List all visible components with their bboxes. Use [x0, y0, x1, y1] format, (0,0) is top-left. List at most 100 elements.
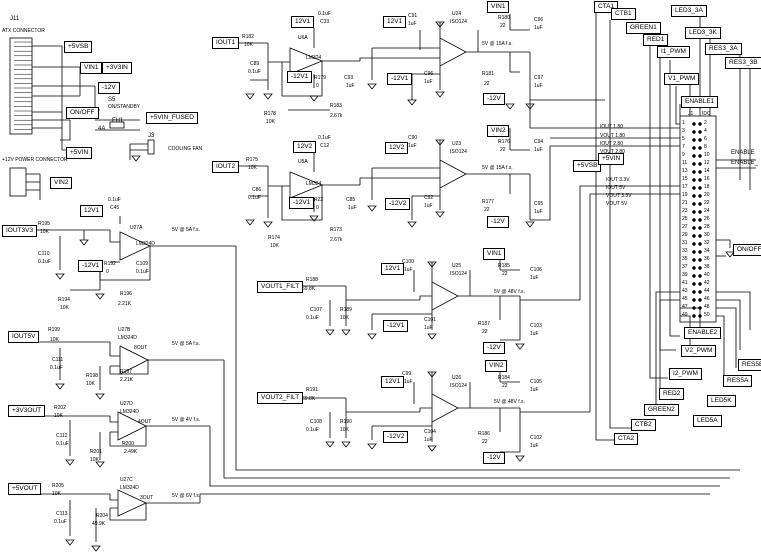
j1-pin-11: 11 — [682, 160, 688, 166]
c104-ref: C104 — [424, 429, 436, 435]
r204-ref: R204 — [96, 513, 108, 519]
label-v2-pwm: V2_PWM — [681, 345, 717, 357]
c85-value: 1uF — [348, 205, 357, 211]
c90-value: 1uF — [408, 143, 417, 149]
j1-pin-dot — [692, 146, 696, 150]
ground-symbol — [341, 329, 351, 336]
c100-value: 1uF — [404, 267, 413, 273]
u26-part: ISO124 — [450, 383, 467, 389]
c96-ref: C96 — [424, 71, 434, 77]
r190-value: 10K — [340, 427, 349, 433]
j1-pin-17: 17 — [682, 184, 688, 190]
ground-symbol — [367, 205, 377, 212]
c97-ref: C97 — [534, 75, 544, 81]
ground-symbol — [65, 459, 75, 466]
r174-ref: R174 — [268, 235, 280, 241]
j1-pin-dot — [698, 170, 702, 174]
label-led3-3a: LED3_3A — [671, 5, 707, 17]
j1-pin-44: 44 — [704, 288, 710, 294]
r22-ref: R22 — [314, 197, 324, 203]
j1-pin-5: 5 — [682, 136, 685, 142]
r179-ref: R179 — [314, 75, 326, 81]
j1-pin-10: 10 — [704, 152, 710, 158]
j1-pin-dot — [692, 234, 696, 238]
j1-pin-49: 49 — [682, 312, 688, 318]
label-onoff: ON/OFF — [66, 107, 99, 119]
net-iout2: IOUT 2.80 — [600, 141, 623, 147]
c101-ref: C101 — [424, 317, 436, 323]
j1-pin-14: 14 — [704, 168, 710, 174]
j1-pin-dot — [698, 178, 702, 182]
j1-pin-dot — [698, 146, 702, 150]
j1-pin-25: 25 — [682, 216, 688, 222]
c89-value: 0.1uF — [248, 69, 261, 75]
r182-value: 10K — [244, 42, 253, 48]
u25-note: 5V @ 48V f.s. — [494, 289, 525, 295]
net-vout2: VOUT 2.80 — [600, 149, 625, 155]
r189-value: 10K — [340, 315, 349, 321]
j1-pin-18: 18 — [704, 184, 710, 190]
c12-ref: C12 — [320, 143, 330, 149]
label-m12v-c: -12V — [483, 342, 505, 354]
j1-pin-36: 36 — [704, 256, 710, 262]
c102-ref: C102 — [530, 435, 542, 441]
c100-ref: C100 — [402, 259, 414, 265]
label-i2-pwm: I2_PWM — [669, 368, 702, 380]
j1-pin-35: 35 — [682, 256, 688, 262]
c86-value: 0.1uF — [248, 195, 261, 201]
u27a-part: LM324D — [136, 241, 155, 247]
label-enable: ENABLE — [731, 150, 755, 156]
ground-symbol — [245, 219, 255, 226]
c113-ref: C113 — [56, 511, 68, 517]
label-3v3in: +3V3IN — [102, 62, 132, 74]
r174-value: 10K — [270, 243, 279, 249]
j1-pin-9: 9 — [682, 152, 685, 158]
ground-symbol — [427, 445, 437, 452]
u24-note: 5V @ 15A f.s. — [482, 41, 513, 47]
label-12v1-a: 12V1 — [291, 16, 315, 28]
ground-symbol — [325, 329, 335, 336]
j1-pin-3: 3 — [682, 128, 685, 134]
r176-value: 22 — [500, 147, 506, 153]
j1-pin-41: 41 — [682, 280, 688, 286]
c106-value: 1uF — [530, 275, 539, 281]
ground-symbol — [515, 343, 525, 350]
net-iout1: IOUT 1.80 — [600, 124, 623, 130]
c94-value: 1uF — [534, 147, 543, 153]
label-cta2: CTA2 — [614, 433, 639, 445]
j1-pin-1: 1 — [682, 120, 685, 126]
j1-pin-dot — [698, 122, 702, 126]
j1-pin-47: 47 — [682, 304, 688, 310]
c98-ref: C96 — [534, 17, 544, 23]
j1-pin-7: 7 — [682, 144, 685, 150]
net-vout3v3: VOUT 3.3V — [606, 193, 632, 199]
j1-pin-27: 27 — [682, 224, 688, 230]
c86-ref: C86 — [252, 187, 262, 193]
u6a-part: LM324 — [306, 55, 322, 61]
label-12v1-b: 12V1 — [383, 16, 407, 28]
u27d-part: LM324D — [120, 409, 139, 415]
label-m12v2-b: -12V2 — [383, 431, 409, 443]
r195-ref: R195 — [38, 221, 50, 227]
j1-pin-dot — [698, 154, 702, 158]
j1-pin-34: 34 — [704, 248, 710, 254]
ground-symbol — [263, 221, 273, 228]
ground-symbol — [427, 371, 437, 378]
c111-ref: C111 — [52, 357, 64, 363]
j1-pin-dot — [698, 282, 702, 286]
label-i1-pwm: I1_PWM — [657, 46, 690, 58]
label-green1: GREEN1 — [626, 22, 661, 34]
label-red2: RED2 — [659, 388, 685, 400]
r199-value: 10K — [50, 337, 59, 343]
s5-desc: ON/STANDBY — [108, 104, 141, 110]
r197-value: 2.21K — [120, 377, 134, 383]
label-5vin-fused: +5VIN_FUSED — [146, 112, 198, 124]
j1-pin-dot — [698, 130, 702, 134]
label-m12v1-b: -12V1 — [387, 73, 413, 85]
label-vin1-b: VIN1 — [483, 248, 506, 260]
r196-value: 2.21K — [118, 301, 132, 307]
u27c-pin: 3OUT — [140, 495, 154, 501]
r182-ref: R182 — [242, 34, 254, 40]
c110-ref: C110 — [38, 251, 50, 257]
